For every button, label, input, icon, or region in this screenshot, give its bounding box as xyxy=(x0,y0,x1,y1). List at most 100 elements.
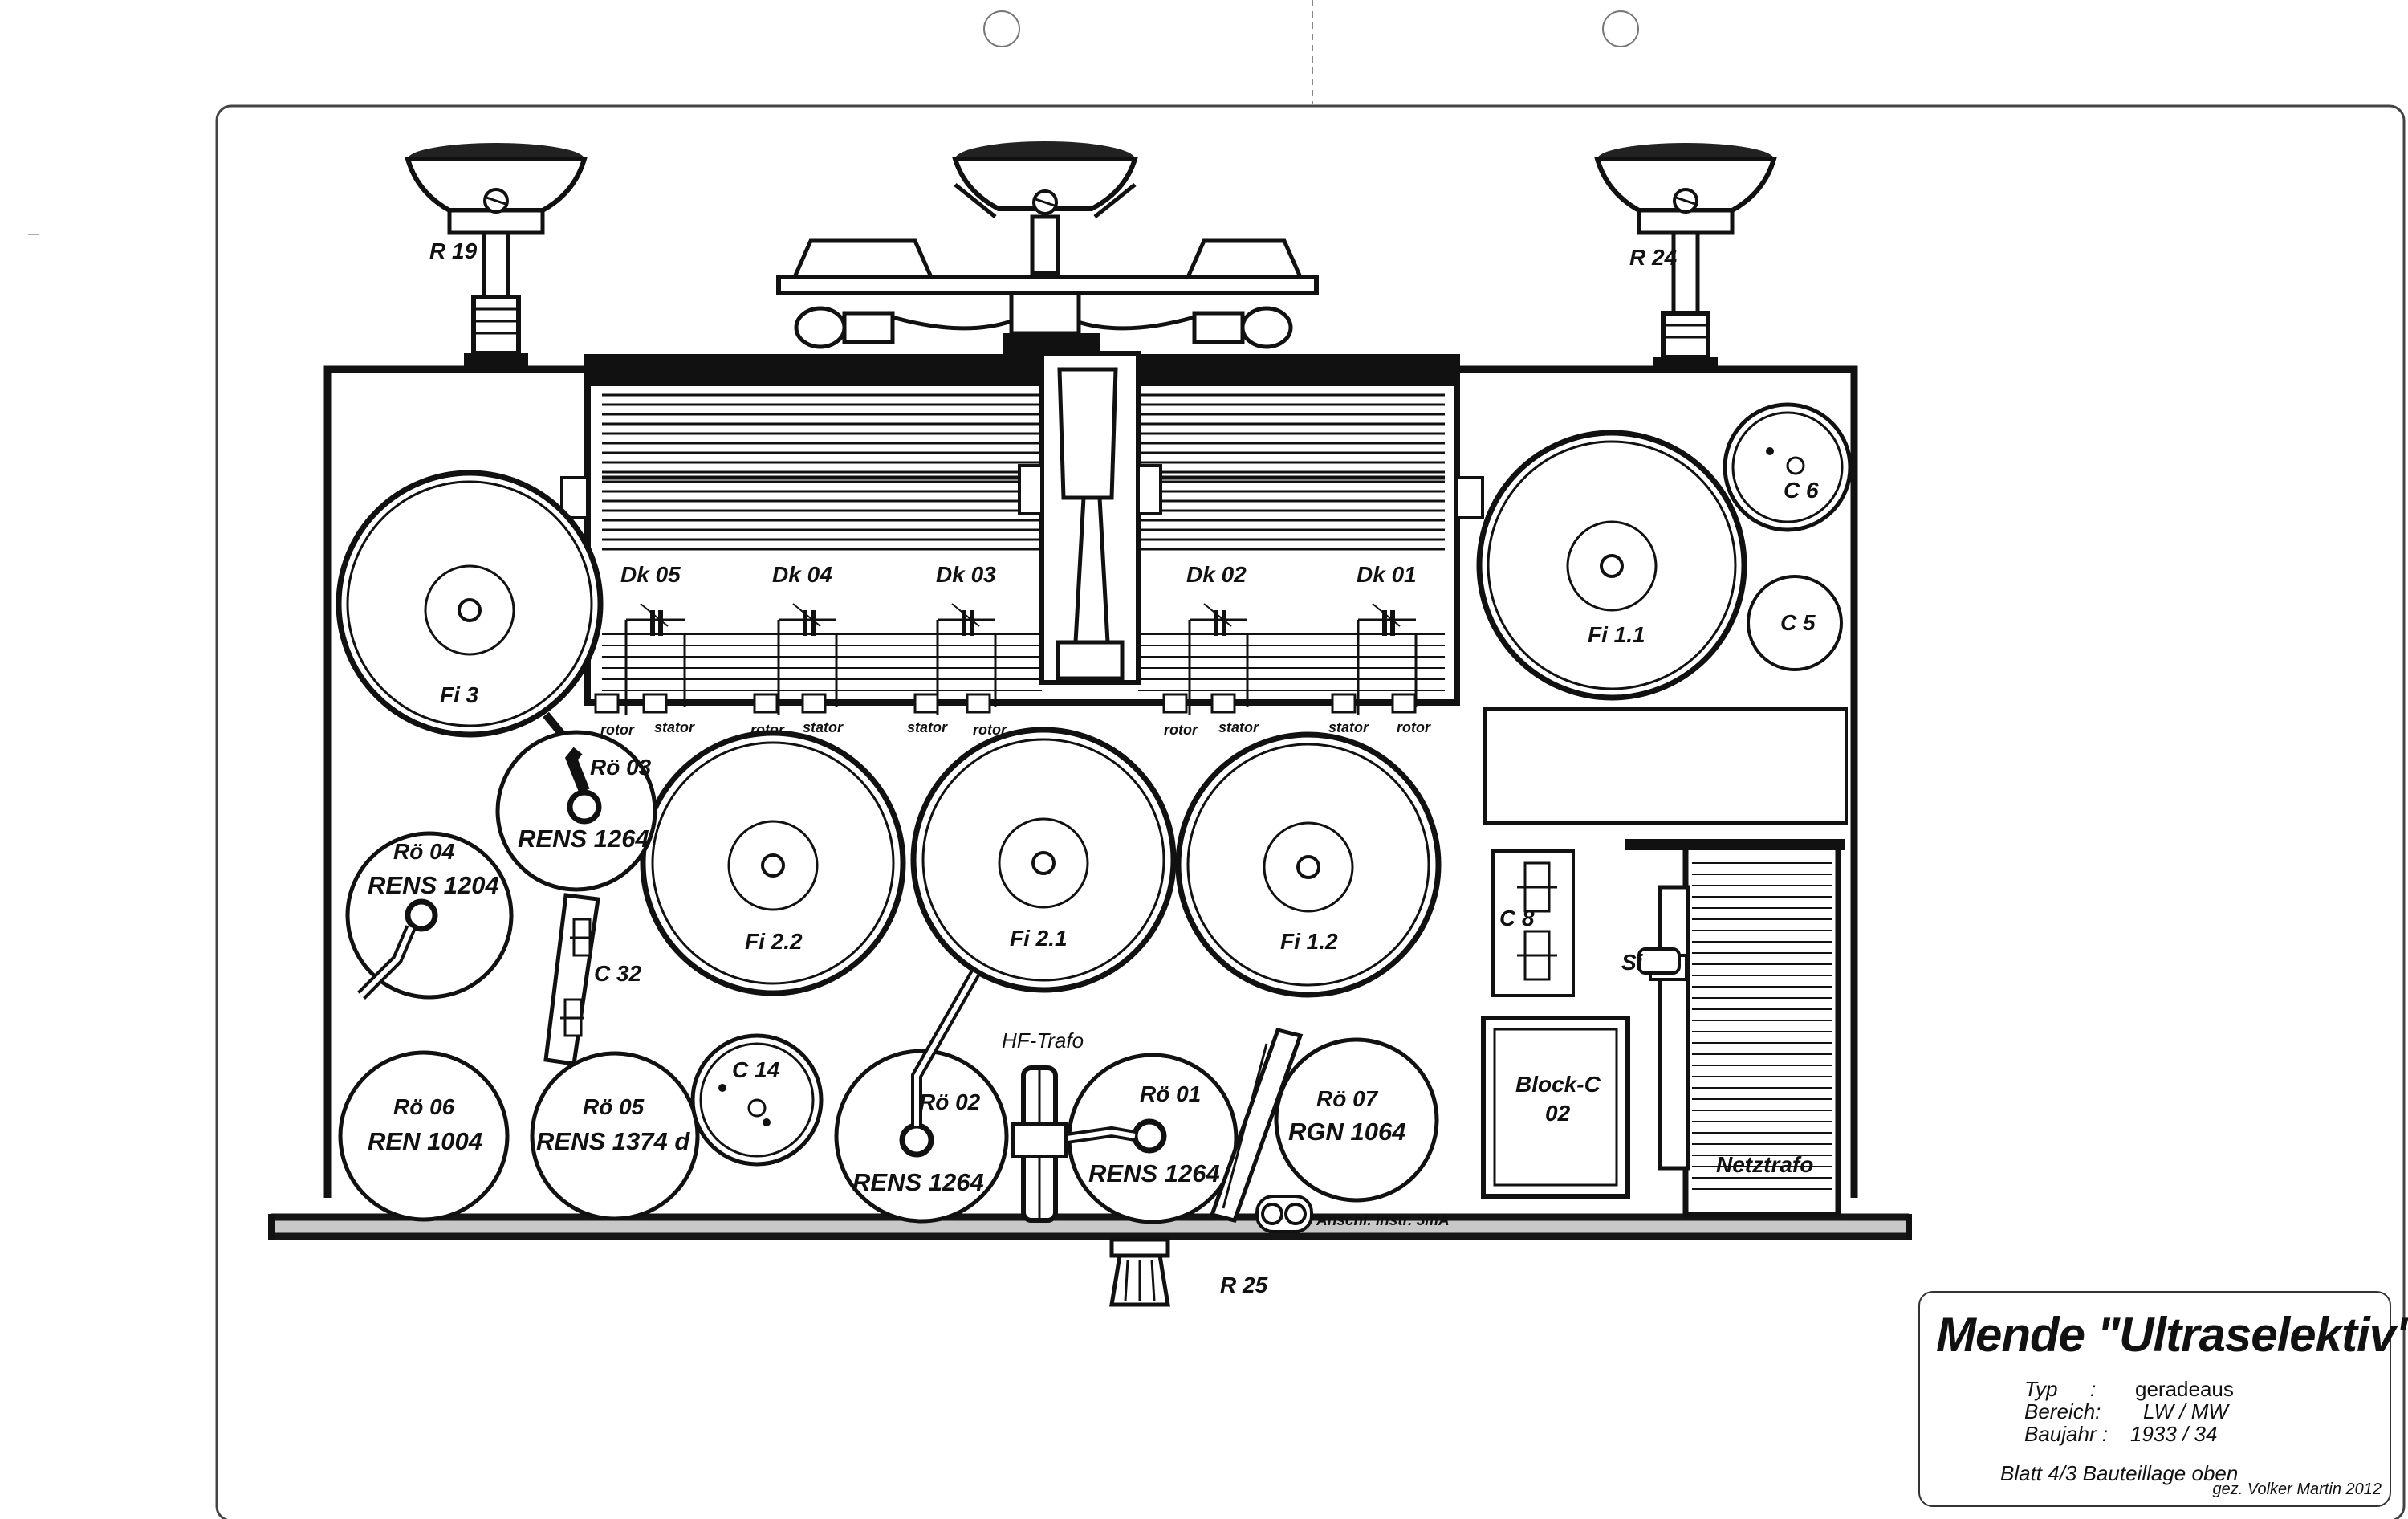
dk-arrow xyxy=(1372,603,1401,627)
label-ro05: Rö 05 xyxy=(583,1094,645,1119)
dk-plate xyxy=(1222,610,1226,636)
label-ro07-type: RGN 1064 xyxy=(1288,1118,1405,1146)
author-credit: gez. Volker Martin 2012 xyxy=(2212,1480,2382,1498)
label-netztrafo: Netztrafo xyxy=(1716,1152,1813,1177)
label-dk05: Dk 05 xyxy=(620,562,681,587)
label-dk01: Dk 01 xyxy=(1357,562,1417,587)
label-stator-dk01: stator xyxy=(1328,719,1369,735)
sheet-frame xyxy=(215,104,2406,1519)
fi3-coil xyxy=(336,470,604,758)
label-rotor-dk04: rotor xyxy=(750,722,785,738)
label-ro05-type: RENS 1374 d xyxy=(536,1127,690,1155)
label-r19: R 19 xyxy=(429,238,478,263)
label-rotor-dk02: rotor xyxy=(1164,722,1198,738)
label-ro03: Rö 03 xyxy=(590,755,652,780)
label-ro02: Rö 02 xyxy=(919,1089,981,1114)
instrument-jack xyxy=(1255,1195,1313,1233)
label-stator-dk03: stator xyxy=(907,719,948,735)
label-instrument-jack: Anschl. Instr. 5mA xyxy=(1316,1212,1450,1229)
ro04-tube xyxy=(345,831,514,1000)
label-c8: C 8 xyxy=(1499,906,1535,931)
label-dk03: Dk 03 xyxy=(936,562,996,587)
terminal-lug xyxy=(801,693,827,714)
ro03-tube xyxy=(495,730,657,892)
c32-capacitor xyxy=(543,893,600,1066)
fi12-coil xyxy=(1175,731,1442,998)
label-ro01: Rö 01 xyxy=(1140,1081,1201,1106)
dk-plate xyxy=(811,610,816,636)
label-stator-dk02: stator xyxy=(1218,719,1259,735)
hf-trafo xyxy=(1011,1065,1068,1223)
label-ro04: Rö 04 xyxy=(393,839,455,864)
terminal-lug xyxy=(966,693,991,714)
label-ro01-type: RENS 1264 xyxy=(1088,1159,1220,1187)
tuning-capacitor-gang xyxy=(560,351,1484,714)
tuning-drive xyxy=(776,141,1319,357)
terminal-lug xyxy=(594,693,620,714)
label-si: Si xyxy=(1621,950,1644,975)
label-ro04-type: RENS 1204 xyxy=(368,871,499,899)
label-fi11: Fi 1.1 xyxy=(1588,622,1645,647)
dk-plate xyxy=(962,610,966,636)
terminal-lug xyxy=(913,693,939,714)
r24-knob xyxy=(1594,143,1777,372)
terminal-lug xyxy=(1162,693,1188,714)
terminal-lug xyxy=(642,693,668,714)
c8-capacitor xyxy=(1491,849,1575,997)
dk-plate xyxy=(650,610,655,636)
spec-bereich-value: LW / MW xyxy=(2143,1399,2228,1423)
label-stator-dk04: stator xyxy=(803,719,844,735)
terminal-lug xyxy=(1331,693,1357,714)
terminal-lug xyxy=(753,693,779,714)
dk-trimmers xyxy=(624,603,1418,715)
r25-knob xyxy=(1109,1237,1170,1307)
label-ro02-type: RENS 1264 xyxy=(852,1168,984,1196)
dk-plate xyxy=(658,610,663,636)
label-c6: C 6 xyxy=(1784,478,1819,503)
netztrafo xyxy=(1625,839,1845,1218)
spec-baujahr-value: 1933 / 34 xyxy=(2130,1422,2218,1446)
label-rotor-dk03: rotor xyxy=(973,722,1007,738)
label-ro03-type: RENS 1264 xyxy=(518,825,649,853)
fi22-coil xyxy=(640,730,906,996)
dk-arrow xyxy=(640,603,669,627)
label-fi3: Fi 3 xyxy=(440,682,479,707)
spec-typ-sep: : xyxy=(2090,1377,2097,1401)
sheet-marks xyxy=(28,0,1639,235)
label-c5: C 5 xyxy=(1780,610,1816,635)
label-block-c: Block-C xyxy=(1515,1072,1601,1097)
dk-plate xyxy=(1214,610,1218,636)
r19-knob xyxy=(405,143,588,369)
dk-plate xyxy=(1390,610,1395,636)
dk-plate xyxy=(803,610,807,636)
dk-plate xyxy=(970,610,974,636)
fuse-si xyxy=(1637,947,1681,975)
label-rotor-dk01: rotor xyxy=(1397,719,1431,735)
terminal-lug xyxy=(1391,693,1417,714)
mounting-plate xyxy=(1483,707,1848,825)
ro06-tube xyxy=(338,1050,510,1222)
label-c14: C 14 xyxy=(732,1057,780,1082)
label-ro06-type: REN 1004 xyxy=(368,1127,482,1155)
block-c02 xyxy=(1481,1016,1630,1199)
spec-typ-value: geradeaus xyxy=(2135,1377,2234,1401)
dk-plate xyxy=(1382,610,1387,636)
rotor-stator-terminals xyxy=(594,693,1417,714)
terminal-lug xyxy=(1210,693,1236,714)
dk-arrow xyxy=(792,603,821,627)
label-r25: R 25 xyxy=(1220,1273,1268,1297)
trafo-laminations xyxy=(1692,862,1832,1190)
ro05-tube xyxy=(530,1051,700,1221)
title-block: Mende "Ultraselektiv" Typ : geradeaus Be… xyxy=(1918,1291,2408,1507)
label-ro07: Rö 07 xyxy=(1316,1086,1379,1111)
label-stator-dk05: stator xyxy=(654,719,695,735)
label-block-c-number: 02 xyxy=(1545,1101,1571,1126)
ro07-tube xyxy=(1274,1037,1439,1203)
resistor-slanted xyxy=(1209,1028,1304,1223)
sheet-number: Blatt 4/3 Bauteillage oben xyxy=(2000,1461,2239,1485)
label-fi22: Fi 2.2 xyxy=(745,929,803,954)
chassis xyxy=(268,365,1912,1240)
ro02-tube xyxy=(834,970,1009,1224)
